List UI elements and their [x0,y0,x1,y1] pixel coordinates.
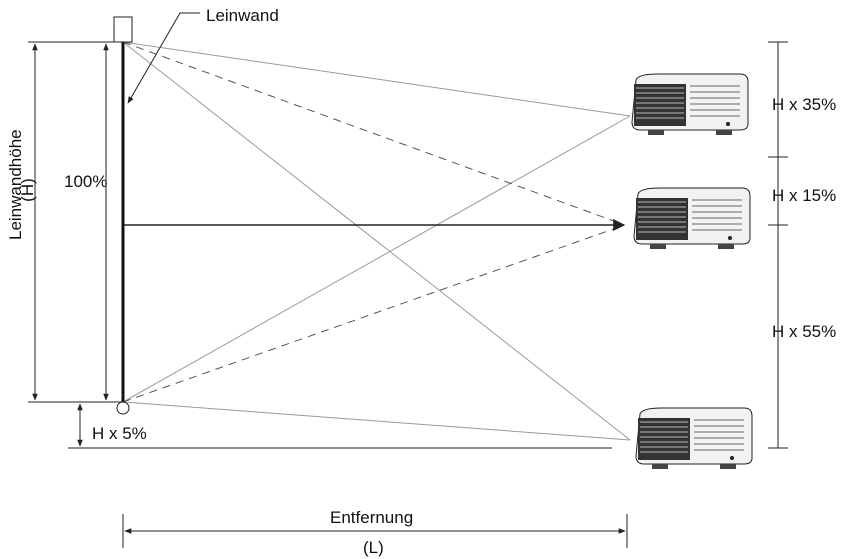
distance-symbol: (L) [363,538,384,557]
percent-100-label: 100% [64,172,108,191]
screen-bottom-knob [116,401,130,415]
projector-lens-grille [634,84,686,126]
zone-top-label: H x 35% [772,95,837,114]
ray-bottom-to-lower-projector [122,401,631,441]
zone-bottom-label: H x 55% [772,322,837,341]
ray-bottom-to-upper-projector [122,115,631,403]
distance-label: Entfernung [330,508,414,527]
dashed-rays [122,41,623,403]
dashed-ray-top [122,41,623,225]
screen-height-symbol: (H) [18,178,37,202]
ray-top-to-upper-projector [122,41,631,117]
offset-bottom-label: H x 5% [92,424,147,443]
screen-label: Leinwand [206,6,279,25]
zone-middle-label: H x 15% [772,186,837,205]
screen-housing [113,16,133,43]
screen-callout-arrow [127,12,200,104]
projection-rays [122,41,631,441]
dashed-ray-bottom [122,225,623,403]
projector-lower [635,407,753,469]
right-scale [768,41,788,449]
ray-top-to-lower-projector [122,41,631,441]
projector-upper [631,73,749,135]
projector-middle [633,187,751,249]
